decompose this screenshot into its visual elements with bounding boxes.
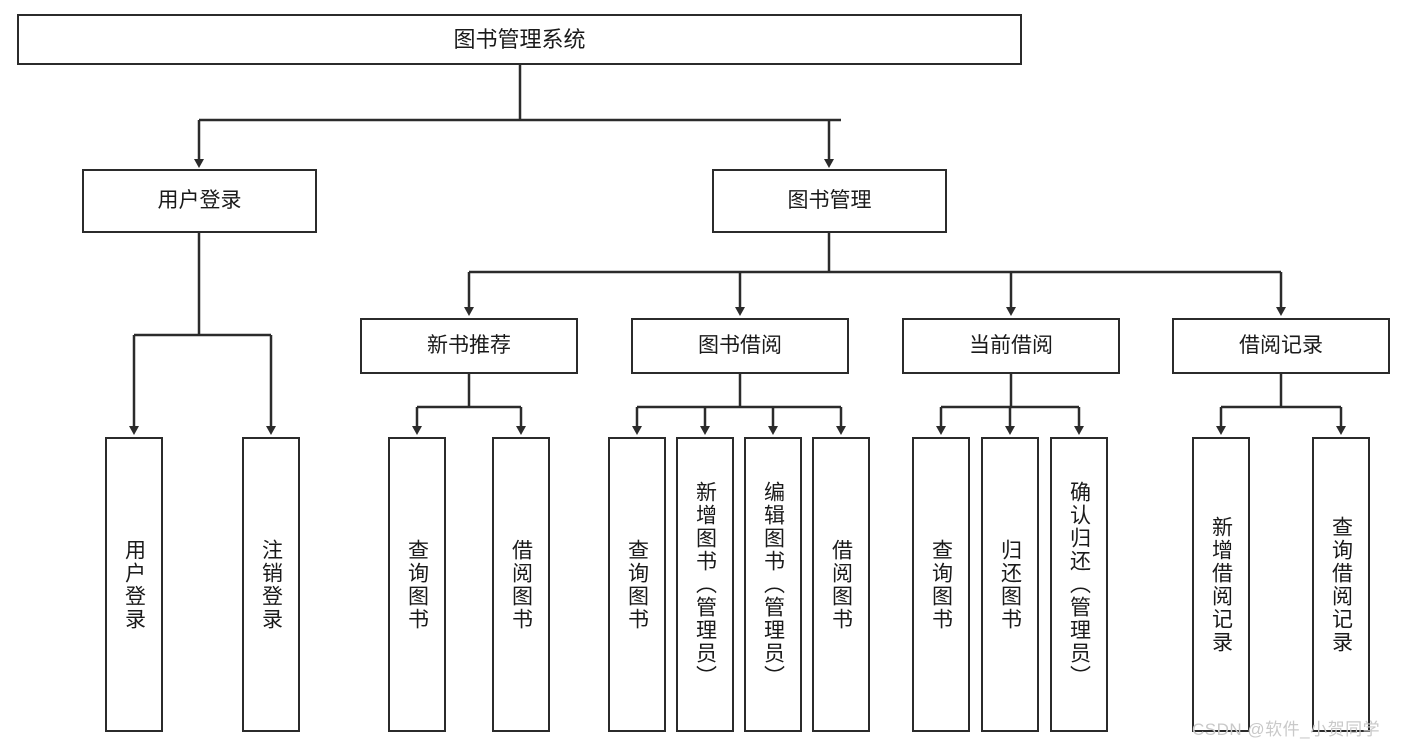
node-leaf-query-record-label: 查询借阅记录: [1329, 515, 1353, 654]
node-borrow-record-label: 借阅记录: [1239, 333, 1323, 357]
node-leaf-user-login-label: 用户登录: [122, 538, 146, 631]
node-leaf-add-book[interactable]: 新增图书（管理员）: [676, 437, 734, 732]
node-leaf-confirm-return-label: 确认归还（管理员）: [1067, 481, 1091, 688]
node-book-manage[interactable]: 图书管理: [712, 169, 947, 233]
node-leaf-user-login[interactable]: 用户登录: [105, 437, 163, 732]
node-leaf-query-book-3-label: 查询图书: [929, 538, 953, 631]
node-new-book-recommend-label: 新书推荐: [427, 333, 511, 357]
node-new-book-recommend[interactable]: 新书推荐: [360, 318, 578, 374]
node-root[interactable]: 图书管理系统: [17, 14, 1022, 65]
node-leaf-query-record[interactable]: 查询借阅记录: [1312, 437, 1370, 732]
node-root-label: 图书管理系统: [453, 26, 586, 52]
node-leaf-add-record-label: 新增借阅记录: [1209, 515, 1233, 654]
node-leaf-return-book-label: 归还图书: [998, 538, 1022, 631]
node-leaf-confirm-return[interactable]: 确认归还（管理员）: [1050, 437, 1108, 732]
node-current-borrow[interactable]: 当前借阅: [902, 318, 1120, 374]
watermark: CSDN @软件_小贺同学: [1192, 720, 1381, 739]
node-leaf-borrow-book-2-label: 借阅图书: [829, 538, 853, 631]
node-leaf-borrow-book-1[interactable]: 借阅图书: [492, 437, 550, 732]
node-leaf-borrow-book-2[interactable]: 借阅图书: [812, 437, 870, 732]
node-leaf-user-logout[interactable]: 注销登录: [242, 437, 300, 732]
node-leaf-query-book-1[interactable]: 查询图书: [388, 437, 446, 732]
node-leaf-query-book-3[interactable]: 查询图书: [912, 437, 970, 732]
node-leaf-add-record[interactable]: 新增借阅记录: [1192, 437, 1250, 732]
node-borrow-record[interactable]: 借阅记录: [1172, 318, 1390, 374]
node-book-manage-label: 图书管理: [787, 188, 872, 212]
node-leaf-add-book-label: 新增图书（管理员）: [693, 481, 717, 688]
node-leaf-user-logout-label: 注销登录: [259, 538, 283, 631]
node-current-borrow-label: 当前借阅: [969, 333, 1053, 357]
node-book-borrow-label: 图书借阅: [698, 333, 782, 357]
node-user-login-label: 用户登录: [157, 188, 242, 212]
node-leaf-return-book[interactable]: 归还图书: [981, 437, 1039, 732]
node-leaf-query-book-1-label: 查询图书: [405, 538, 429, 631]
node-book-borrow[interactable]: 图书借阅: [631, 318, 849, 374]
node-user-login[interactable]: 用户登录: [82, 169, 317, 233]
node-leaf-query-book-2[interactable]: 查询图书: [608, 437, 666, 732]
node-leaf-edit-book[interactable]: 编辑图书（管理员）: [744, 437, 802, 732]
node-leaf-borrow-book-1-label: 借阅图书: [509, 538, 533, 631]
node-leaf-query-book-2-label: 查询图书: [625, 538, 649, 631]
node-leaf-edit-book-label: 编辑图书（管理员）: [761, 481, 785, 688]
